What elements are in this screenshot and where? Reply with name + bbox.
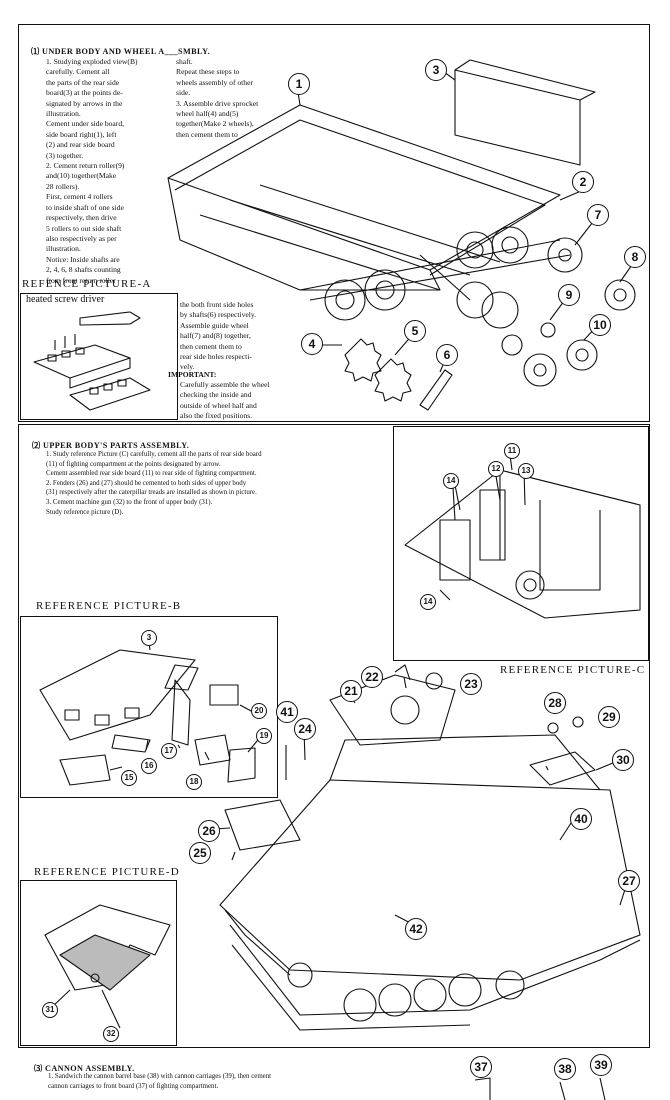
part-callout-4: 4 <box>301 333 323 355</box>
return-roller <box>456 281 494 319</box>
reference-d-title: REFERENCE PICTURE-D <box>34 866 180 878</box>
road-wheel <box>364 269 406 311</box>
guide-wheel-8 <box>604 279 636 311</box>
part-callout-30: 30 <box>612 749 634 771</box>
part-callout-25: 25 <box>189 842 211 864</box>
part-callout-32: 32 <box>103 1026 119 1042</box>
part-callout-29: 29 <box>598 706 620 728</box>
part-callout-5: 5 <box>404 320 426 342</box>
part-callout-10: 10 <box>589 314 611 336</box>
return-roller <box>523 353 557 387</box>
return-roller <box>566 339 598 371</box>
reference-d-frame <box>20 880 177 1046</box>
part-callout-24: 24 <box>294 718 316 740</box>
upper-hull-fender-26 <box>224 799 301 851</box>
axle-shafts <box>299 239 571 301</box>
section2-heading: ⑵ UPPER BODY'S PARTS ASSEMBLY. <box>32 441 190 450</box>
screwdriver-shape <box>79 311 141 326</box>
rear-plate <box>39 649 196 741</box>
upper-hull-front <box>44 904 171 991</box>
reference-c-title: REFERENCE PICTURE-C <box>500 664 646 676</box>
important-label: IMPORTANT: <box>168 370 217 379</box>
hatch-23 <box>425 672 443 690</box>
part-callout-3-ref-b: 3 <box>141 630 157 646</box>
sprocket-5 <box>374 358 412 402</box>
part-callout-1: 1 <box>288 73 310 95</box>
part-callout-17: 17 <box>161 743 177 759</box>
reference-b-title: REFERENCE PICTURE-B <box>36 600 182 612</box>
part-callout-20: 20 <box>251 703 267 719</box>
part-callout-14-bottom: 14 <box>420 594 436 610</box>
part-callout-19: 19 <box>256 728 272 744</box>
part-callout-38: 38 <box>554 1058 576 1080</box>
part-callout-2: 2 <box>572 171 594 193</box>
part-callout-15: 15 <box>121 770 137 786</box>
part-callout-11: 11 <box>504 443 520 459</box>
hull-side-board <box>167 104 561 271</box>
part-callout-28: 28 <box>544 692 566 714</box>
part-callout-18: 18 <box>186 774 202 790</box>
reference-a-caption: heated screw driver <box>26 294 105 305</box>
section1-frame <box>18 24 650 422</box>
hull-bottom-edge <box>167 177 441 291</box>
road-wheel <box>491 226 529 264</box>
part-callout-27: 27 <box>618 870 640 892</box>
reference-c-frame <box>393 426 649 661</box>
rear-board-3 <box>454 69 581 166</box>
part-callout-14-top: 14 <box>443 473 459 489</box>
section1-instructions-col2: shaft. Repeat these steps to wheels asse… <box>176 57 259 139</box>
sprocket-4 <box>344 338 382 382</box>
guide-wheel-7 <box>547 237 583 273</box>
section2-instructions: 1. Study reference Picture (C) carefully… <box>46 451 262 516</box>
reference-a-title: REFENCE PICTURE-A <box>22 278 152 290</box>
fighting-compartment <box>404 469 641 619</box>
part-callout-40: 40 <box>570 808 592 830</box>
part-callout-42: 42 <box>405 918 427 940</box>
shaft-6 <box>419 369 453 411</box>
part-callout-22: 22 <box>361 666 383 688</box>
section3-instructions: 1. Sandwich the cannon barrel base (38) … <box>48 1073 272 1090</box>
part-callout-3: 3 <box>425 59 447 81</box>
return-roller <box>481 291 519 329</box>
section3-heading: ⑶ CANNON ASSEMBLY. <box>34 1064 135 1073</box>
section1-instructions-col1: 1. Studying exploded view(B) carefully. … <box>46 57 138 285</box>
part-callout-21: 21 <box>340 680 362 702</box>
part-callout-6: 6 <box>436 344 458 366</box>
part-callout-26: 26 <box>198 820 220 842</box>
important-text: Carefully assemble the wheel checking th… <box>180 380 270 421</box>
part-callout-12: 12 <box>488 461 504 477</box>
part-callout-16: 16 <box>141 758 157 774</box>
road-wheel <box>324 279 366 321</box>
part-callout-39: 39 <box>590 1054 612 1076</box>
part-callout-23: 23 <box>460 673 482 695</box>
part-callout-9: 9 <box>558 284 580 306</box>
hull-floor <box>174 119 546 276</box>
part-callout-41: 41 <box>276 701 298 723</box>
section2-frame <box>18 424 650 1048</box>
part-callout-13: 13 <box>518 463 534 479</box>
turret-roof-21 <box>329 674 456 746</box>
part-callout-37: 37 <box>470 1056 492 1078</box>
section1-heading: ⑴ UNDER BODY AND WHEEL A___SMBLY. <box>31 47 211 56</box>
part-callout-8: 8 <box>624 246 646 268</box>
reference-a-frame <box>20 293 178 420</box>
part-callout-7: 7 <box>587 204 609 226</box>
track-27 <box>229 924 641 1016</box>
part-callout-31: 31 <box>42 1002 58 1018</box>
section1-instructions-col3: the both front side holes by shafts(6) r… <box>180 300 257 372</box>
